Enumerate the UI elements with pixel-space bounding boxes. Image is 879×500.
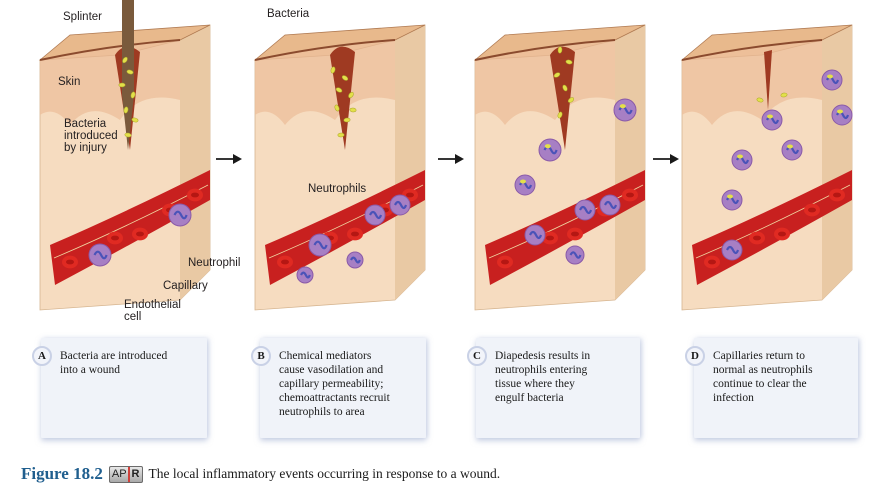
block-side	[395, 25, 425, 300]
bacterium	[557, 46, 563, 54]
arrow-right-icon	[216, 154, 242, 164]
wound	[550, 46, 575, 150]
step-badge: D	[685, 346, 705, 366]
bacterium	[756, 97, 764, 103]
step-description: Chemical mediators cause vasodilation an…	[279, 350, 390, 418]
wound	[330, 46, 355, 150]
step-description: Bacteria are introduced into a wound	[60, 350, 168, 376]
label-line: by injury	[64, 142, 107, 154]
bacterium	[335, 87, 343, 93]
engulfed-bacterium	[544, 144, 551, 149]
bacterium	[124, 132, 132, 138]
bacterium	[337, 132, 345, 138]
bacterium	[118, 82, 126, 88]
block-side	[615, 25, 645, 300]
arrow-right-icon	[653, 154, 679, 164]
panel-c-illustration	[465, 0, 655, 325]
label-neutrophil: Neutrophil	[188, 257, 241, 269]
step-card-b: B Chemical mediators cause vasodilation …	[251, 338, 426, 438]
label-line: Bacteria	[64, 118, 107, 130]
label-capillary: Capillary	[163, 280, 208, 292]
step-card-c: C Diapedesis results in neutrophils ente…	[467, 338, 640, 438]
epidermis	[682, 40, 822, 125]
bacterium	[341, 75, 349, 81]
wound	[764, 50, 772, 110]
bacterium	[557, 111, 563, 119]
bacterium	[780, 92, 788, 98]
arrow-right-icon	[438, 154, 464, 164]
label-line: introduced	[64, 130, 118, 142]
label-bacteria: Bacteria	[267, 8, 310, 20]
figure-number: Figure 18.2	[21, 464, 103, 483]
label-skin: Skin	[58, 76, 81, 88]
panel-a-illustration	[30, 0, 220, 325]
panel-b-illustration	[245, 0, 435, 325]
engulfed-bacterium	[727, 194, 733, 199]
block-side	[180, 25, 210, 300]
label-bacteria-introduced: Bacteria introduced by injury	[64, 118, 118, 154]
bacterium	[131, 117, 139, 123]
label-line: cell	[124, 311, 142, 323]
label-endothelial-cell: Endothelial cell	[124, 299, 181, 323]
step-badge: A	[32, 346, 52, 366]
label-splinter: Splinter	[63, 11, 102, 23]
capillary	[265, 170, 425, 285]
apr-badge-right: R	[127, 466, 140, 482]
engulfed-bacterium	[827, 74, 833, 79]
apr-badge-left: AP	[111, 467, 127, 480]
bacterium	[122, 56, 128, 64]
step-description: Capillaries return to normal as neutroph…	[713, 350, 813, 404]
bacterium	[348, 91, 354, 99]
bacterium	[130, 91, 136, 99]
epidermis	[475, 40, 615, 125]
label-neutrophils: Neutrophils	[308, 183, 367, 195]
engulfed-bacterium	[837, 109, 843, 114]
step-card-d: D Capillaries return to normal as neutro…	[685, 338, 858, 438]
bacterium	[567, 97, 575, 103]
step-card-a: A Bacteria are introduced into a wound	[32, 338, 207, 438]
bacterium	[334, 104, 340, 112]
block-side	[822, 25, 852, 300]
bacterium	[330, 66, 336, 74]
bacterium	[343, 117, 351, 123]
panel-d-illustration	[672, 0, 862, 325]
bacterium	[565, 59, 573, 65]
step-badge: B	[251, 346, 271, 366]
label-line: Endothelial	[124, 299, 181, 311]
caption-text: The local inflammatory events occurring …	[148, 466, 501, 481]
step-description: Diapedesis results in neutrophils enteri…	[495, 350, 591, 404]
bacterium	[123, 106, 129, 114]
step-badge: C	[467, 346, 487, 366]
bacterium	[126, 69, 134, 75]
bacterium	[349, 107, 357, 113]
engulfed-bacterium	[787, 144, 793, 149]
engulfed-bacterium	[520, 179, 526, 184]
bacterium	[562, 84, 568, 92]
epidermis	[40, 40, 180, 125]
engulfed-bacterium	[767, 114, 773, 119]
engulfed-bacterium	[737, 154, 743, 159]
epidermis	[255, 40, 395, 125]
engulfed-bacterium	[619, 104, 626, 109]
bacterium	[553, 72, 561, 78]
